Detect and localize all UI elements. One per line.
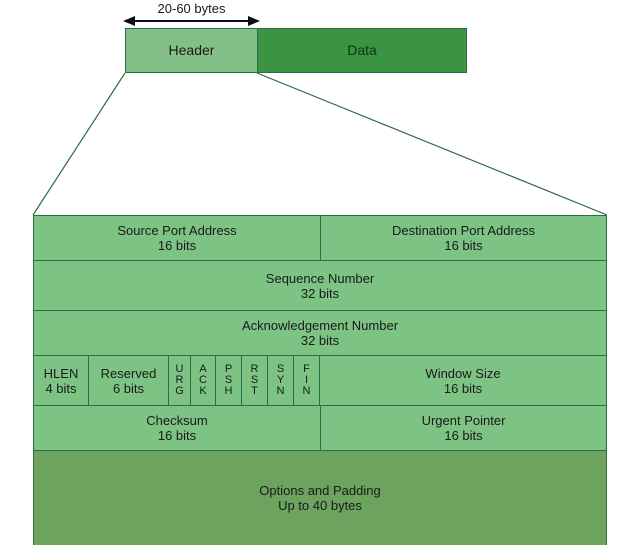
field-acknowledgement-number: Acknowledgement Number 32 bits: [241, 318, 399, 348]
tcp-header-table: Source Port Address 16 bits Destination …: [33, 215, 607, 545]
table-row-acknowledgement: Acknowledgement Number 32 bits: [34, 311, 606, 356]
flag-syn: S Y N: [268, 356, 294, 405]
flag-rst: R S T: [242, 356, 268, 405]
field-sequence-number: Sequence Number 32 bits: [265, 270, 375, 301]
table-row-ports: Source Port Address 16 bits Destination …: [34, 216, 606, 261]
flag-urg: U R G: [169, 356, 191, 405]
dimension-label: 20-60 bytes: [157, 1, 226, 16]
field-reserved: Reserved 6 bits: [89, 356, 169, 405]
segment-header-label: Header: [168, 41, 215, 58]
leader-line-right: [256, 72, 608, 216]
segment-data-box: Data: [257, 28, 467, 73]
table-row-checksum: Checksum 16 bits Urgent Pointer 16 bits: [34, 406, 606, 451]
dimension-arrow-head-right: [248, 16, 260, 26]
flag-fin: F I N: [294, 356, 320, 405]
segment-header-box: Header: [125, 28, 258, 73]
field-destination-port: Destination Port Address 16 bits: [391, 223, 536, 253]
table-row-options: Options and Padding Up to 40 bytes: [34, 451, 606, 545]
field-checksum: Checksum 16 bits: [34, 406, 321, 450]
table-row-sequence: Sequence Number 32 bits: [34, 261, 606, 311]
flag-psh: P S H: [216, 356, 242, 405]
field-window-size: Window Size 16 bits: [425, 365, 501, 396]
segment-data-label: Data: [347, 41, 377, 58]
field-source-port: Source Port Address 16 bits: [34, 216, 321, 260]
flag-ack: A C K: [191, 356, 216, 405]
table-row-flags: HLEN 4 bits Reserved 6 bits U R G A C K …: [34, 356, 606, 406]
field-urgent-pointer: Urgent Pointer 16 bits: [421, 413, 506, 443]
field-hlen: HLEN 4 bits: [34, 356, 89, 405]
dimension-arrow-head-left: [123, 16, 135, 26]
leader-line-left: [32, 72, 126, 216]
field-options-and-padding: Options and Padding Up to 40 bytes: [259, 483, 381, 513]
